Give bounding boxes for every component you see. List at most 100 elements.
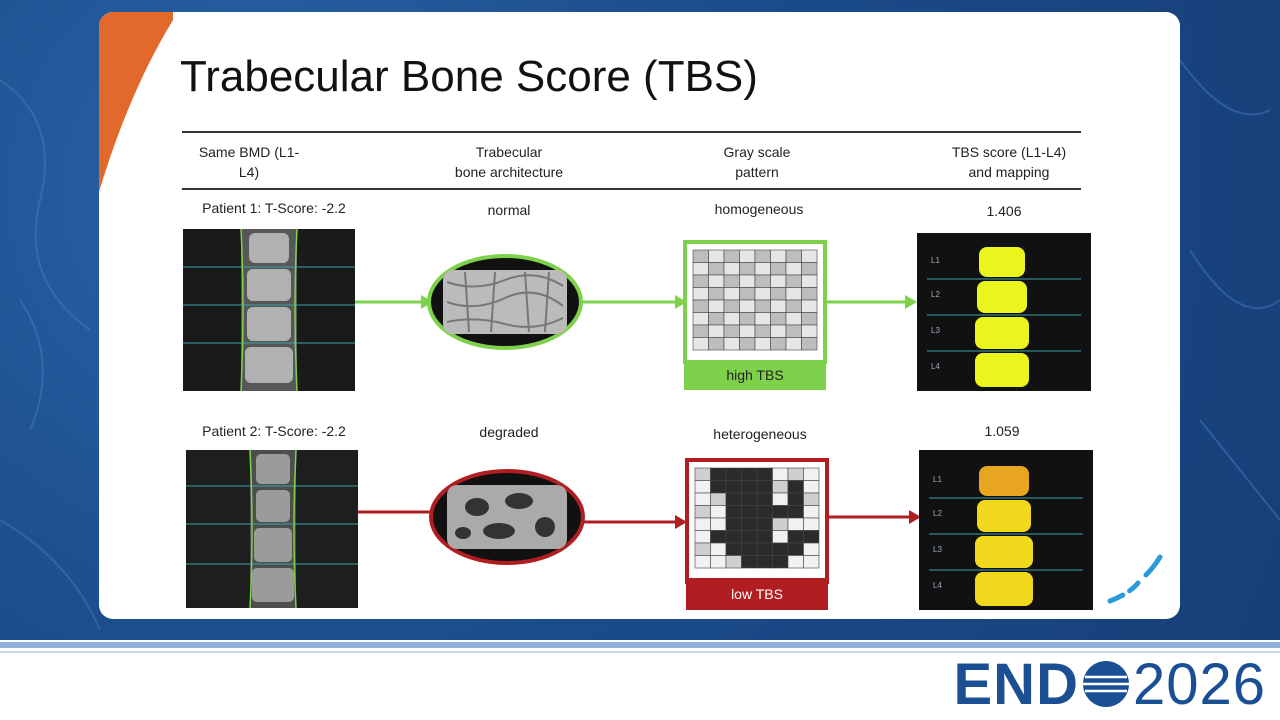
grid-cell	[725, 505, 742, 519]
grid-cell	[756, 480, 773, 494]
grid-cell	[785, 299, 802, 313]
footer-bar: END 2026	[0, 640, 1280, 720]
grid-cell	[739, 249, 756, 263]
table-header-rule	[182, 188, 1081, 190]
grid-cell	[756, 505, 773, 519]
grid-cell	[801, 337, 818, 351]
grid-cell	[772, 517, 789, 531]
footer-rule-thin	[0, 651, 1280, 653]
row-2-arrow-2	[583, 515, 687, 529]
grid-cell	[803, 542, 820, 556]
grid-cell	[754, 287, 771, 301]
grid-cell	[803, 467, 820, 481]
grid-cell	[741, 517, 758, 531]
row-2-vertebra-label: L2	[933, 509, 942, 518]
grid-cell	[801, 249, 818, 263]
grid-cell	[723, 274, 740, 288]
grid-cell	[754, 312, 771, 326]
grid-cell	[754, 299, 771, 313]
grid-cell	[741, 492, 758, 506]
row-2-gray-scale-grid	[685, 458, 829, 584]
grid-cell	[723, 249, 740, 263]
grid-cell	[801, 312, 818, 326]
grid-cell	[723, 287, 740, 301]
grid-cell	[725, 467, 742, 481]
tbs-figure: Same BMD (L1-L4) Trabecular bone archite…	[169, 122, 1099, 617]
grid-cell	[772, 505, 789, 519]
row-1-bone-architecture-image	[427, 254, 583, 350]
row-1-arrow-3	[827, 295, 917, 309]
grid-cell	[710, 517, 727, 531]
grid-cell	[723, 312, 740, 326]
row-1-spine-dxa-image	[183, 229, 355, 391]
grid-cell	[772, 555, 789, 569]
row-2-architecture-label: degraded	[479, 424, 539, 440]
grid-cell	[741, 530, 758, 544]
grid-cell	[741, 480, 758, 494]
grid-cell	[803, 480, 820, 494]
grid-cell	[756, 492, 773, 506]
grid-cell	[739, 274, 756, 288]
row-2-arrow-3	[829, 510, 921, 524]
grid-cell	[692, 337, 709, 351]
grid-cell	[692, 287, 709, 301]
grid-cell	[725, 480, 742, 494]
grid-cell	[801, 299, 818, 313]
grid-cell	[756, 517, 773, 531]
grid-cell	[708, 274, 725, 288]
grid-cell	[692, 312, 709, 326]
grid-cell	[785, 324, 802, 338]
row-2-tbs-map-image: L1 L2 L3 L4	[919, 450, 1093, 610]
grid-cell	[803, 492, 820, 506]
row-2-pattern-label: heterogeneous	[713, 426, 807, 442]
globe-icon	[1082, 661, 1129, 707]
grid-cell	[694, 492, 711, 506]
row-2-vertebra-label: L4	[933, 581, 942, 590]
grid-cell	[723, 337, 740, 351]
grid-cell	[770, 324, 787, 338]
grid-cell	[692, 299, 709, 313]
logo-year: 2026	[1132, 651, 1266, 717]
grid-cell	[770, 262, 787, 276]
row-2-score: 1.059	[984, 423, 1020, 439]
grid-cell	[801, 262, 818, 276]
grid-cell	[756, 542, 773, 556]
row-1-tbs-map-image: L1 L2 L3 L4	[917, 233, 1091, 391]
row-1-pattern-label: homogeneous	[714, 201, 804, 217]
grid-cell	[803, 555, 820, 569]
grid-cell	[787, 517, 804, 531]
footer-rule	[0, 642, 1280, 648]
grid-cell	[694, 555, 711, 569]
slide-title: Trabecular Bone Score (TBS)	[180, 52, 758, 101]
row-1-vertebra-label: L1	[931, 256, 940, 265]
grid-cell	[694, 505, 711, 519]
grid-cell	[710, 505, 727, 519]
slide-card: Trabecular Bone Score (TBS) Same BMD (L1…	[99, 12, 1180, 619]
grid-cell	[694, 467, 711, 481]
patient-2-label: Patient 2: T-Score: -2.2	[202, 423, 346, 439]
grid-cell	[708, 324, 725, 338]
grid-cell	[692, 262, 709, 276]
grid-cell	[756, 467, 773, 481]
grid-cell	[725, 517, 742, 531]
grid-cell	[772, 542, 789, 556]
grid-cell	[739, 312, 756, 326]
background-pattern	[0, 59, 1280, 631]
grid-cell	[754, 324, 771, 338]
grid-cell	[772, 492, 789, 506]
grid-cell	[801, 324, 818, 338]
grid-cell	[723, 299, 740, 313]
grid-cell	[754, 274, 771, 288]
grid-cell	[708, 249, 725, 263]
logo-text: END	[953, 651, 1079, 717]
grid-cell	[785, 249, 802, 263]
grid-cell	[694, 480, 711, 494]
grid-cell	[770, 274, 787, 288]
row-1-vertebra-label: L2	[931, 290, 940, 299]
grid-cell	[739, 287, 756, 301]
grid-cell	[741, 542, 758, 556]
grid-cell	[739, 262, 756, 276]
grid-cell	[772, 530, 789, 544]
row-1-score: 1.406	[986, 203, 1022, 219]
grid-cell	[785, 337, 802, 351]
